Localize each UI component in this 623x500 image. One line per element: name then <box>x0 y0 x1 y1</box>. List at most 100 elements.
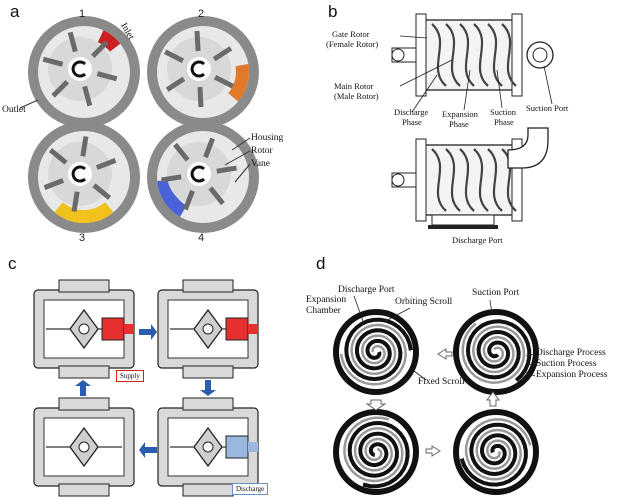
scroll-3-orbiting-spiral <box>343 416 404 483</box>
stage-1-vane <box>96 71 118 82</box>
bottom-screw-screw-thread <box>473 148 489 212</box>
scroll-3-fixed-spiral <box>347 420 410 489</box>
pointer-line <box>399 35 428 39</box>
stage-3-vane <box>48 148 68 165</box>
stage-3-vane <box>92 183 112 200</box>
panel-b-screw-expander: b Gate Rotor (Female Rotor) Main Rotor (… <box>312 0 623 250</box>
state-2-port <box>248 324 258 334</box>
stage-3-shaft <box>68 162 92 186</box>
top-screw-screw-thread <box>431 23 447 87</box>
vane-label: Vane <box>251 159 270 169</box>
scroll-1-fixed-spiral <box>344 317 413 382</box>
state-2-bottom-cap <box>182 365 234 379</box>
stage-3-vane <box>95 158 117 170</box>
state-4-chamber <box>225 435 249 459</box>
pointer-line <box>496 69 503 109</box>
state-1-top-cap <box>58 279 110 293</box>
suction-port-label: Suction Port <box>526 103 569 113</box>
discharge-port-label: Discharge Port <box>452 235 503 245</box>
state-2-top-cap <box>182 279 234 293</box>
state-1-hub <box>78 323 90 335</box>
scroll-4-orbiting-spiral <box>464 418 532 481</box>
panel-a-vane-expander: a 1 2 3 4 Inlet Outlet Housing Rotor Van… <box>0 0 300 250</box>
state-4-bottom-cap <box>182 483 234 497</box>
bottom-screw-screw-thread <box>459 148 475 212</box>
stage-2-vane <box>165 76 186 92</box>
stage-4-vane <box>216 165 237 174</box>
state-2-hub <box>202 323 214 335</box>
panel-d-label: d <box>316 254 326 273</box>
rotor-pointer <box>224 150 251 166</box>
gate-rotor-label: Gate Rotor <box>332 29 370 39</box>
suction-phase-label: Suction <box>490 107 516 117</box>
panel-a-label: a <box>10 2 20 21</box>
scroll-2-fixed-spiral <box>465 319 532 382</box>
state-1-port <box>124 324 134 334</box>
stage-4-rotation-icon <box>190 165 206 183</box>
arrow-down-icon <box>200 380 216 396</box>
discharge-port-pipe <box>431 214 495 226</box>
arrow-right-icon <box>425 445 441 457</box>
panel-b-label: b <box>328 2 338 21</box>
suction-process-label: Suction Process <box>536 359 597 369</box>
supply-tag: Supply <box>116 370 144 382</box>
state-3-hub <box>78 441 90 453</box>
housing-pointer <box>231 137 251 151</box>
arrow-down-icon <box>365 399 387 411</box>
stage-3-vane <box>71 191 80 212</box>
expansion-phase-label: Expansion <box>442 109 478 119</box>
top-screw-shaft-end <box>391 48 405 62</box>
top-screw-right-flange <box>511 13 523 97</box>
stage-1-vane <box>42 56 64 67</box>
suction-port-circle <box>526 41 554 69</box>
pointer-line <box>525 353 536 357</box>
scroll-1-orbiting-spiral <box>339 323 407 386</box>
panel-d-scroll-expander: d Discharge Port Suction Port Expansion … <box>300 252 623 500</box>
fixed-scroll-label: Fixed Scroll <box>418 377 465 387</box>
stage-1-vane <box>82 85 93 107</box>
stage-3-working-chamber <box>54 202 114 223</box>
stage-2-vane <box>194 30 201 52</box>
discharge-process-label: Discharge Process <box>536 348 606 358</box>
rotor-label: Rotor <box>251 146 273 156</box>
stage-4-working-chamber <box>157 179 187 217</box>
stage-1-vane <box>90 40 109 59</box>
bottom-screw-right-flange <box>511 138 523 222</box>
pointer-line <box>523 371 536 377</box>
pointer-line <box>399 59 453 87</box>
screw-expander-diagram <box>391 13 554 229</box>
stage-2-vane <box>197 86 204 108</box>
state-4-port <box>248 442 258 452</box>
scroll-expander-diagram <box>333 295 539 495</box>
discharge-phase-label-2: Phase <box>402 117 422 127</box>
pointer-line <box>527 363 536 366</box>
stage-3-rotation-icon <box>71 165 87 183</box>
bottom-screw-shaft-end <box>391 173 405 187</box>
arrow-left-icon <box>139 442 157 458</box>
state-2-chamber <box>225 317 249 341</box>
suction-phase-label-2: Phase <box>494 117 514 127</box>
main-rotor-sublabel: (Male Rotor) <box>334 91 379 101</box>
stage-4-vane <box>161 174 182 183</box>
bottom-screw-left-flange <box>415 138 427 222</box>
stage-4-vane <box>208 186 225 206</box>
state-3-bottom-cap <box>58 483 110 497</box>
stage-3-vane <box>80 136 89 157</box>
stage-4-shaft <box>187 162 211 186</box>
outlet-label: Outlet <box>2 105 26 115</box>
stage-1-shaft <box>68 57 92 81</box>
bottom-screw-screw-thread <box>487 148 503 212</box>
bottom-screw-screw-thread <box>431 148 447 212</box>
stage-3-number: 3 <box>79 232 86 244</box>
top-screw-screw-thread <box>445 23 461 87</box>
housing-label: Housing <box>251 133 284 143</box>
top-screw-screw-thread <box>459 23 475 87</box>
stage-2-shaft <box>187 57 211 81</box>
stage-2-vane <box>212 46 233 62</box>
gate-rotor-sublabel: (Female Rotor) <box>326 39 379 49</box>
stage-2-vane <box>164 49 185 64</box>
pointer-line <box>383 307 411 323</box>
expansion-chamber-label-2: Chamber <box>306 306 341 316</box>
top-screw-screw-thread <box>501 23 517 87</box>
suction-port-label: Suction Port <box>472 288 520 298</box>
